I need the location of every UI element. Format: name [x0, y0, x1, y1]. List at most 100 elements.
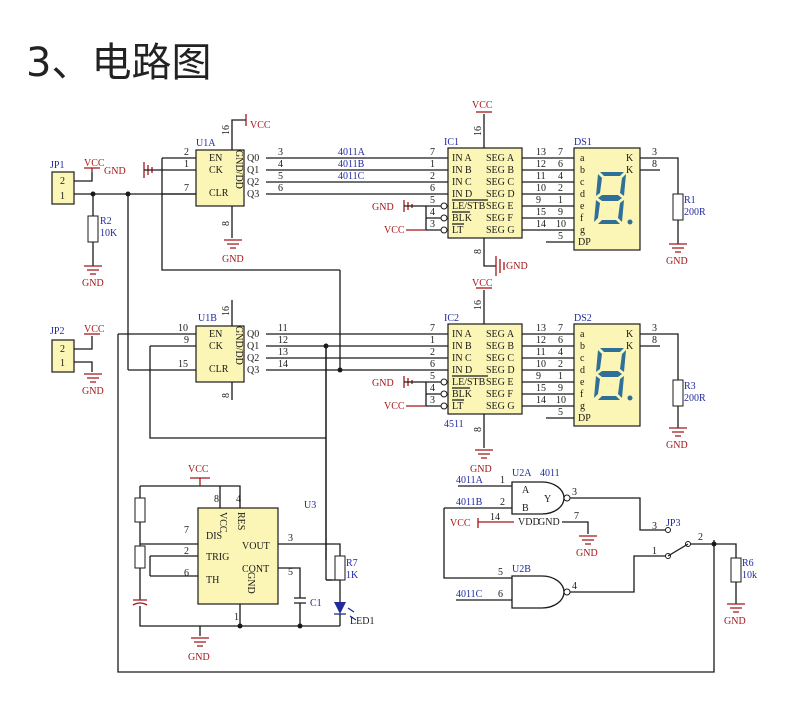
jp2-gnd-label: GND [82, 386, 104, 397]
net-4011c-top: 4011C [338, 171, 365, 182]
u3-vcc-label: VCC [188, 464, 209, 475]
u3-th: TH [206, 575, 219, 586]
ic1-pin-3: 3 [430, 219, 435, 230]
u1a-bus: 3 4 5 6 4011A 4011B 4011C [266, 147, 440, 195]
u2b-pin-6: 6 [498, 589, 503, 600]
u3-pin-3: 3 [288, 533, 293, 544]
jp3-pin-1: 1 [652, 546, 657, 557]
ic2-pin-5: 5 [430, 371, 435, 382]
u3-pin-1: 1 [234, 612, 239, 623]
ds1-pin-g: 10 [556, 219, 566, 230]
u3-vout: VOUT [242, 541, 270, 552]
ic1-body [447, 147, 523, 239]
ic2-seg-c: SEG C [486, 353, 514, 364]
jp3-ref: JP3 [666, 518, 680, 529]
u2a-part: 4011 [540, 468, 560, 479]
u1b-pin-ck: 9 [184, 335, 189, 346]
u2a-pin-1: 1 [500, 475, 505, 486]
ds2-pin-d: 2 [558, 359, 563, 370]
ic1-pin-13: 13 [536, 147, 546, 158]
ic2-top-vcc: VCC [472, 278, 493, 289]
u1a-pin-bottom: 8 [221, 221, 232, 226]
r1-value: 200R [684, 207, 706, 218]
ic1-seg-a: SEG A [486, 153, 515, 164]
ic1-pin-14: 14 [536, 219, 546, 230]
u1a-pin-top: 16 [221, 125, 232, 135]
jp1-ref: JP1 [50, 160, 64, 171]
ic1-pin-10: 10 [536, 183, 546, 194]
u1b-q0: Q0 [247, 329, 259, 340]
ic2-ref: IC2 [444, 313, 459, 324]
r7-value: 1K [346, 570, 359, 581]
u1a-en-gnd-label: GND [104, 166, 126, 177]
page-title: 3、电路图 [26, 40, 212, 86]
ic2-seg-e: SEG E [486, 377, 514, 388]
u1a-body [195, 149, 245, 207]
u1a-q3: Q3 [247, 189, 259, 200]
u1b-pin-q1: 12 [278, 335, 288, 346]
ds2-b: b [580, 341, 585, 352]
u3-gnd: GND [245, 572, 256, 594]
u1a-q2: Q2 [247, 177, 259, 188]
ds1-a: a [580, 153, 585, 164]
u3-pin-7: 7 [184, 525, 189, 536]
ic2-le: LE/STB [452, 377, 486, 388]
net-4011b-top: 4011B [338, 159, 365, 170]
u1a-pin-ck: 1 [184, 159, 189, 170]
r3-value: 200R [684, 393, 706, 404]
ic1-in-d: IN D [452, 189, 472, 200]
r3-ref: R3 [684, 381, 696, 392]
ds2-pin-b: 6 [558, 335, 563, 346]
ic1-le: LE/STB [452, 201, 486, 212]
ic2-pin-10: 10 [536, 359, 546, 370]
ds2-pin-a: 7 [558, 323, 563, 334]
ic1-in-a: IN A [452, 153, 473, 164]
ic1-seg-f: SEG F [486, 213, 513, 224]
ic1-pin-11: 11 [536, 171, 546, 182]
ds2-pin-f: 9 [558, 383, 563, 394]
u3-vcc: VCC [217, 512, 228, 533]
ds2-digit-8 [594, 348, 633, 401]
ic1-pin-1: 1 [430, 159, 435, 170]
ic1-gnd-label: GND [372, 202, 394, 213]
jp2-ref: JP2 [50, 326, 64, 337]
ic2-part: 4511 [444, 419, 464, 430]
r2-resistor: R2 10K GND [82, 194, 118, 289]
ic1-ref: IC1 [444, 137, 459, 148]
u1b-q1: Q1 [247, 341, 259, 352]
u1a-en: EN [209, 153, 222, 164]
u2b-ref: U2B [512, 564, 531, 575]
ds1-b: b [580, 165, 585, 176]
u2b-body [511, 575, 565, 609]
ds2-ref: DS2 [574, 313, 592, 324]
ic2-bottom-gnd: GND [470, 464, 492, 475]
ic2-in-c: IN C [452, 353, 472, 364]
ic2-seg-d: SEG D [486, 365, 515, 376]
ds1-c: c [580, 177, 585, 188]
ic2-pin-8: 8 [473, 427, 484, 432]
ic2-seg-g: SEG G [486, 401, 515, 412]
ic1-pin-15: 15 [536, 207, 546, 218]
ic2-lt: LT [452, 401, 463, 412]
r1-ref: R1 [684, 195, 696, 206]
u1a-gnd-label: GND [222, 254, 244, 265]
ds2-pin-dp: 5 [558, 407, 563, 418]
ds2-g: g [580, 401, 585, 412]
ic2-pin-15: 15 [536, 383, 546, 394]
ic2-seg-f: SEG F [486, 389, 513, 400]
u3-dis: DIS [206, 531, 222, 542]
jp2-body [51, 339, 75, 373]
u1a-q0: Q0 [247, 153, 259, 164]
r7-ref: R7 [346, 558, 358, 569]
u1a-pin-q1: 4 [278, 159, 283, 170]
u1b-clr: CLR [209, 364, 229, 375]
ds2-k2: K [626, 341, 634, 352]
u3-gnd-label: GND [188, 652, 210, 663]
ic1-pin-2: 2 [430, 171, 435, 182]
u1b-gnd-dd: GND/DD [233, 326, 244, 365]
u2a-b: B [522, 503, 529, 514]
r6-value: 10k [742, 570, 757, 581]
ds2-pin-e: 1 [558, 371, 563, 382]
u2-gnd-label: GND [576, 548, 598, 559]
